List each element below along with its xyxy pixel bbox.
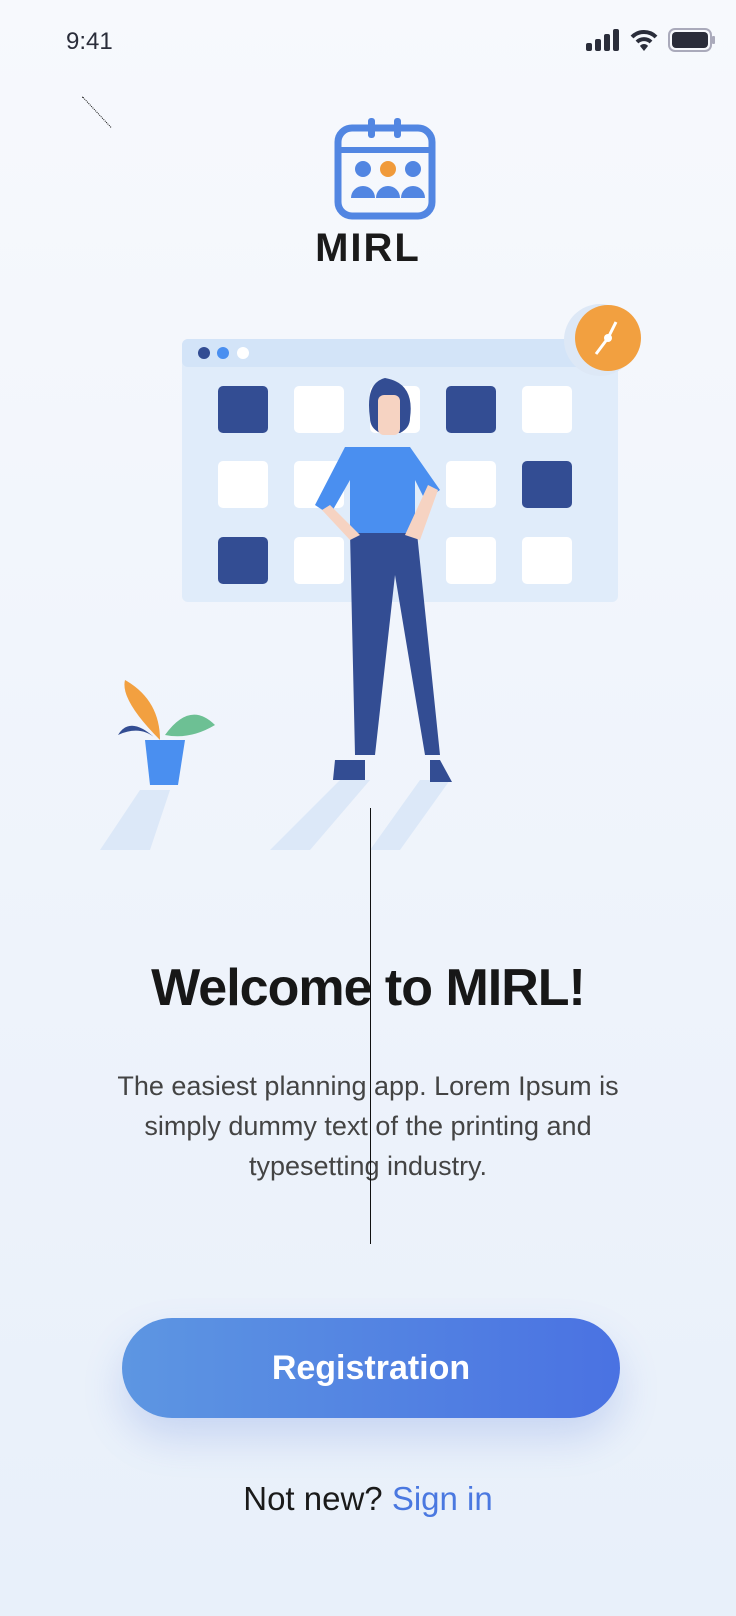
text-cursor-line [370, 808, 371, 1244]
welcome-illustration [100, 304, 641, 850]
signin-row: Not new? Sign in [0, 1480, 736, 1518]
signal-icon [586, 29, 619, 51]
registration-button[interactable]: Registration [122, 1318, 620, 1418]
status-time: 9:41 [66, 28, 113, 55]
stray-line [81, 96, 112, 129]
wifi-icon [630, 30, 658, 51]
welcome-description: The easiest planning app. Lorem Ipsum is… [117, 1071, 619, 1181]
calendar-logo-icon [334, 118, 436, 220]
status-icons [586, 28, 716, 52]
logo-text: MIRL [315, 226, 421, 270]
battery-icon [668, 28, 715, 52]
sign-in-link[interactable]: Sign in [391, 1480, 493, 1517]
welcome-title: Welcome to MIRL! [151, 959, 586, 1017]
not-new-text: Not new? [243, 1480, 383, 1517]
